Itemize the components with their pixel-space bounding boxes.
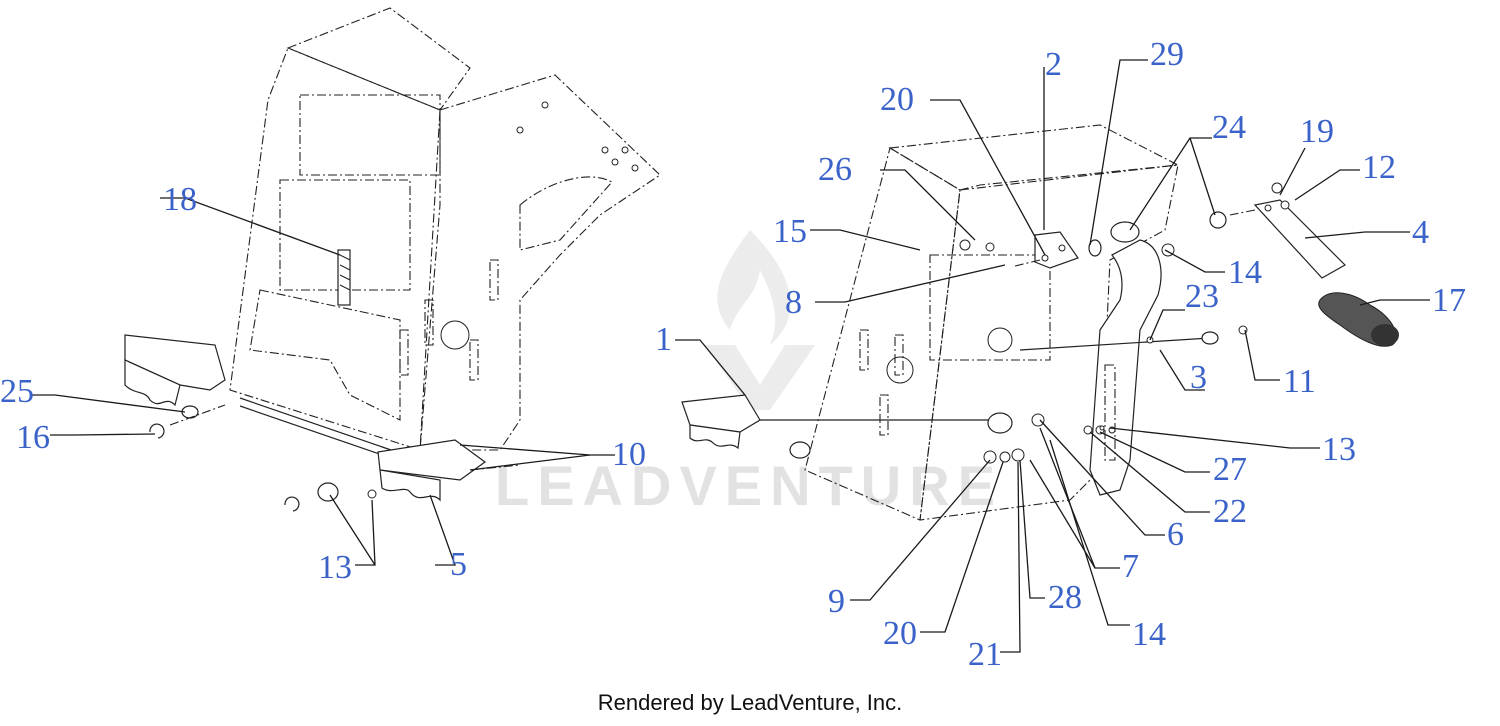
callout-10: 10 [612, 436, 646, 473]
callout-4: 4 [1412, 214, 1429, 251]
callout-6: 6 [1167, 516, 1184, 553]
callout-23: 23 [1185, 278, 1219, 315]
callout-13-left: 13 [318, 549, 352, 586]
callout-labels: 2 20 29 24 19 12 4 14 17 26 15 8 1 23 11… [0, 36, 1466, 673]
callout-1: 1 [655, 321, 672, 358]
watermark-text: LEADVENTURE [495, 454, 1003, 517]
callout-29: 29 [1150, 36, 1184, 73]
callout-13-right: 13 [1322, 431, 1356, 468]
left-frame-assembly [124, 7, 661, 512]
callout-11: 11 [1283, 363, 1316, 400]
callout-3: 3 [1190, 359, 1207, 396]
callout-24: 24 [1212, 109, 1246, 146]
callout-12: 12 [1362, 149, 1396, 186]
callout-18: 18 [163, 181, 197, 218]
callout-9: 9 [828, 583, 845, 620]
callout-8: 8 [785, 284, 802, 321]
callout-20-top: 20 [880, 81, 914, 118]
callout-20-bottom: 20 [883, 615, 917, 652]
leadventure-watermark: LEADVENTURE [495, 230, 1003, 517]
callout-17: 17 [1432, 282, 1466, 319]
callout-26: 26 [818, 151, 852, 188]
callout-7: 7 [1122, 548, 1139, 585]
footer-credit: Rendered by LeadVenture, Inc. [597, 690, 903, 715]
callout-14-top: 14 [1228, 254, 1262, 291]
callout-5: 5 [450, 546, 467, 583]
callout-14-bottom: 14 [1132, 616, 1166, 653]
callout-27: 27 [1213, 451, 1247, 488]
callout-19: 19 [1300, 113, 1334, 150]
callout-22: 22 [1213, 493, 1247, 530]
leader-lines [30, 59, 1430, 653]
callout-15: 15 [773, 213, 807, 250]
callout-25: 25 [0, 373, 34, 410]
callout-2: 2 [1045, 46, 1062, 83]
callout-21: 21 [968, 636, 1002, 673]
callout-16: 16 [16, 419, 50, 456]
callout-28: 28 [1048, 579, 1082, 616]
right-frame-assembly [681, 124, 1399, 521]
